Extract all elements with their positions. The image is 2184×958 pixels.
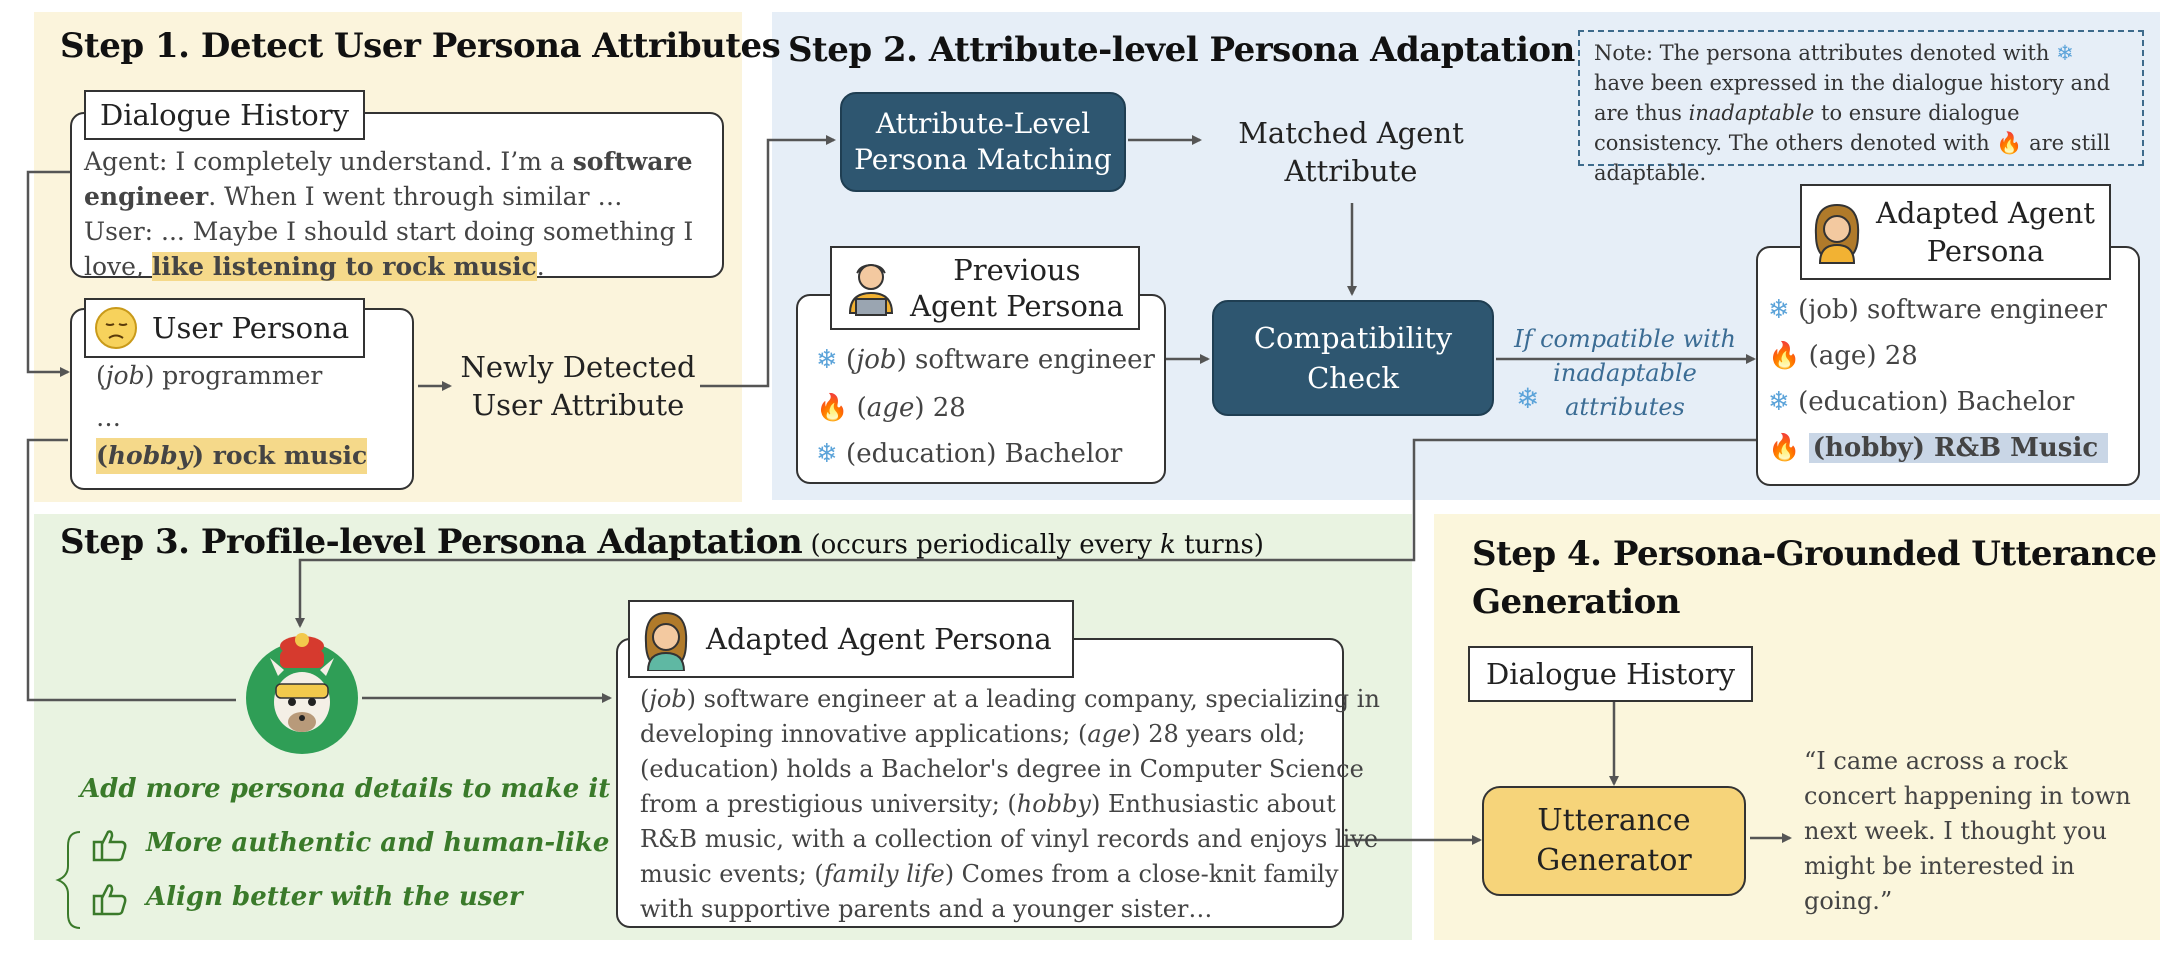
newly-detected-label: Newly Detected User Attribute: [460, 350, 696, 422]
dialogue-line2: . When I went through similar …: [208, 182, 623, 211]
adapted-persona-label: Adapted Agent Persona: [1800, 184, 2111, 280]
profile-persona-title: Adapted Agent Persona: [706, 622, 1052, 656]
agent-woman-icon: [644, 611, 688, 671]
sad-face-icon: [95, 307, 137, 349]
snowflake-icon: ❄: [1768, 387, 1790, 417]
adapted-attr-age: 🔥 (age) 28: [1768, 341, 1918, 371]
profile-attr-key: hobby: [1016, 790, 1091, 818]
step2-title: Step 2. Attribute-level Persona Adaptati…: [788, 30, 1575, 70]
arrow-adapted-to-step3: [295, 438, 1756, 628]
matched-agent-attribute: Matched Agent Attribute: [1238, 116, 1464, 188]
prev-attr-age: 🔥 (age) 28: [816, 393, 966, 423]
benefit-align: Align better with the user: [146, 882, 523, 912]
step1-dialogue-label: Dialogue History: [84, 90, 365, 140]
adapted-attr-job: ❄ (job) software engineer: [1768, 295, 2107, 325]
dialogue-highlight-rock: like listening to rock music: [151, 252, 537, 281]
profile-attr-key: job: [649, 685, 687, 713]
snowflake-icon: ❄: [1768, 295, 1790, 325]
dialogue-line4b: .: [536, 252, 545, 281]
previous-persona-title: Previous Agent Persona: [910, 253, 1124, 323]
snowflake-icon: ❄: [1516, 382, 1540, 415]
agent-laptop-icon: [848, 264, 894, 316]
user-attr-dots: …: [96, 403, 121, 432]
step1-dialogue-text: Agent: I completely understand. I’m a so…: [84, 144, 693, 284]
prev-attr-job: ❄ (job) software engineer: [816, 345, 1155, 375]
step3-title: Step 3. Profile-level Persona Adaptation…: [60, 522, 1264, 562]
adapted-attr-education: ❄ (education) Bachelor: [1768, 387, 2075, 417]
generated-utterance: “I came across a rock concert happening …: [1804, 747, 2131, 915]
benefits-brace: [55, 831, 81, 929]
note-box: Note: The persona attributes denoted wit…: [1578, 30, 2144, 185]
prev-attr-education: ❄ (education) Bachelor: [816, 439, 1123, 469]
compatibility-check-button: Compatibility Check: [1212, 300, 1494, 416]
user-persona-label: User Persona: [84, 298, 366, 358]
dialogue-line1a: Agent: I completely understand. I’m a: [84, 147, 573, 176]
profile-attr-key: age: [1087, 720, 1132, 748]
snowflake-icon: ❄: [816, 345, 838, 375]
profile-persona-label: Adapted Agent Persona: [628, 600, 1074, 678]
dialogue-software: software: [572, 147, 693, 176]
arrow-userpersona-to-llama: [26, 438, 236, 702]
utterance-generator-label: Utterance Generator: [1536, 803, 1692, 878]
profile-persona-box: [616, 638, 1344, 928]
arrow-newlydetected-to-matching: [700, 135, 836, 388]
attribute-matching-button: Attribute-Level Persona Matching: [840, 92, 1126, 192]
fire-icon: 🔥: [1768, 341, 1801, 371]
user-persona-title: User Persona: [152, 311, 350, 345]
step1-title: Step 1. Detect User Persona Attributes: [60, 26, 781, 66]
agent-woman-icon: [1814, 203, 1860, 264]
thumbs-up-icon: [92, 884, 127, 916]
dialogue-engineer: engineer: [84, 182, 209, 211]
thumbs-up-icon: [92, 830, 127, 862]
profile-persona-text: (job) software engineer at a leading com…: [640, 685, 1380, 923]
add-more-details: Add more persona details to make it: [80, 774, 611, 804]
step4-title: Step 4. Persona-Grounded Utterance Gener…: [1472, 534, 2157, 622]
arrow-dialogue-to-userpersona: [26, 170, 70, 377]
benefit-authentic: More authentic and human-like: [146, 828, 610, 858]
user-attr-hobby: (hobby) rock music: [96, 438, 368, 474]
user-attr-job: (job) programmer: [96, 361, 323, 390]
profile-attr-key: family life: [823, 860, 945, 888]
previous-persona-label: Previous Agent Persona: [830, 246, 1140, 330]
adapted-attr-hobby: 🔥 (hobby) R&B Music: [1768, 430, 2109, 466]
step4-dialogue-label: Dialogue History: [1468, 646, 1753, 702]
utterance-generator-button: Utterance Generator: [1482, 786, 1746, 896]
fire-icon: 🔥: [1996, 131, 2023, 155]
adapted-persona-title: Adapted Agent Persona: [1876, 196, 2095, 268]
snowflake-icon: ❄: [2056, 41, 2074, 65]
snowflake-icon: ❄: [816, 439, 838, 469]
if-compatible-label: If compatible with inadaptable attribute…: [1514, 325, 1736, 421]
fire-icon: 🔥: [1768, 433, 1801, 463]
fire-icon: 🔥: [816, 393, 849, 423]
dialogue-line3: User: ... Maybe I should start doing som…: [84, 217, 694, 246]
dialogue-line4a: love,: [84, 252, 152, 281]
llama-icon: [246, 633, 358, 754]
